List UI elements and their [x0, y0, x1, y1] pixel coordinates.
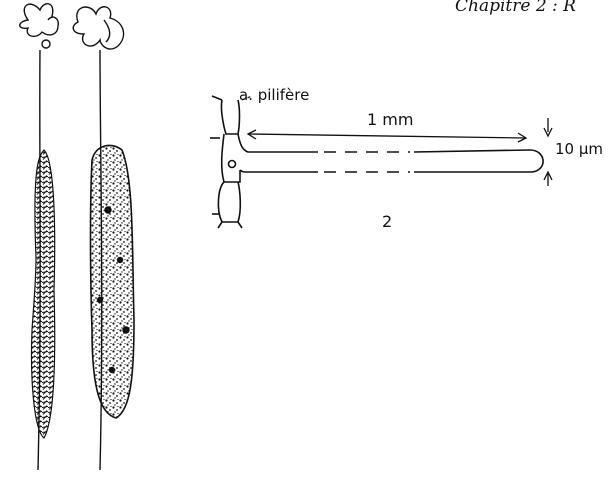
piliferous-cell-label: a. pilifère	[239, 86, 309, 104]
seedling-1-root-hairs-drawing	[20, 4, 59, 470]
figure-number: 2	[382, 212, 392, 231]
length-label: 1 mm	[367, 110, 413, 129]
seedling-2-soil-sheath-drawing	[73, 7, 134, 470]
width-label: 10 µm	[555, 140, 603, 158]
